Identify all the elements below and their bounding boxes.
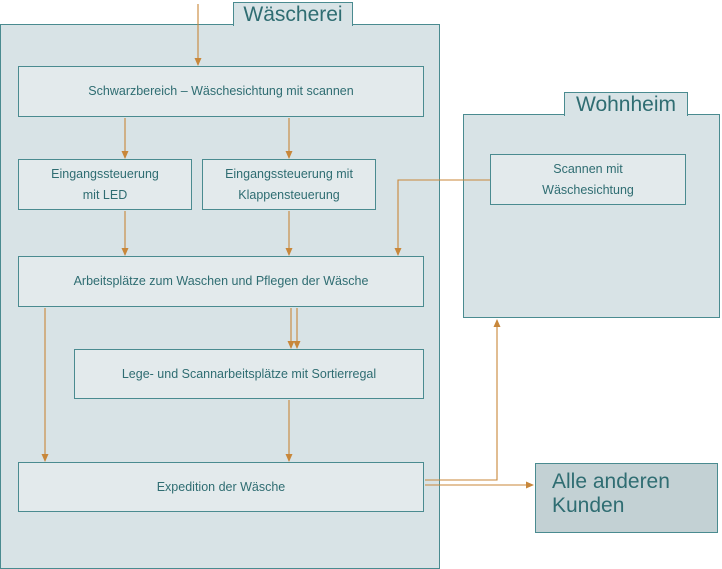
node-arbeitsplaetze: Arbeitsplätze zum Waschen und Pflegen de… (18, 256, 424, 307)
node-andere-kunden: Alle anderen Kunden (535, 463, 718, 533)
waescherei-title: Wäscherei (233, 2, 353, 26)
node-schwarzbereich: Schwarzbereich – Wäschesichtung mit scan… (18, 66, 424, 117)
wohnheim-title: Wohnheim (564, 92, 688, 116)
node-eingang-klappe: Eingangssteuerung mit Klappensteuerung (202, 159, 376, 210)
node-scannen: Scannen mit Wäschesichtung (490, 154, 686, 205)
wohnheim-panel (463, 114, 720, 318)
node-eingang-led: Eingangssteuerung mit LED (18, 159, 192, 210)
node-expedition: Expedition der Wäsche (18, 462, 424, 512)
node-lege-scann: Lege- und Scannarbeitsplätze mit Sortier… (74, 349, 424, 399)
